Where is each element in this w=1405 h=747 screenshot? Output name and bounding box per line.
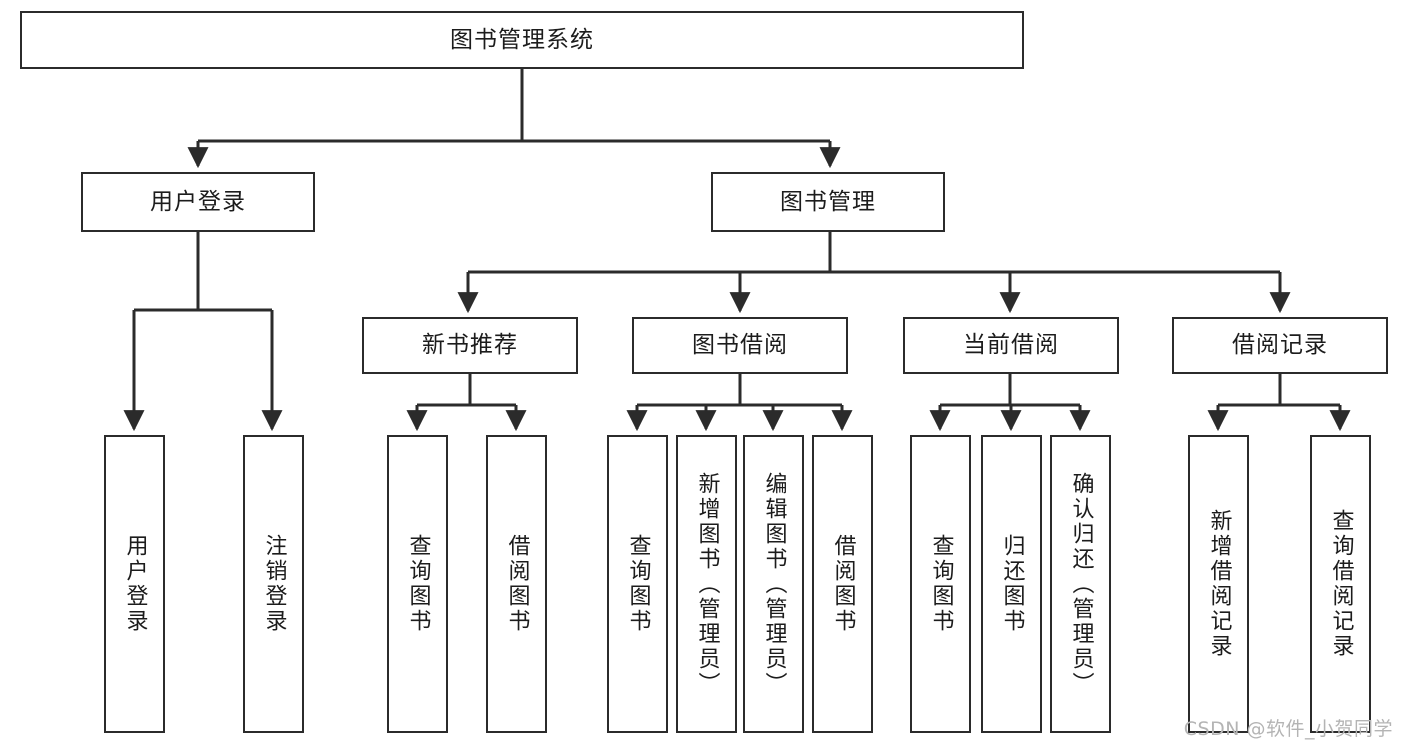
node-new-book-recommend-label: 新书推荐: [422, 332, 518, 359]
watermark: CSDN @软件_小贺同学: [1183, 718, 1393, 740]
leaf-edit-book-admin[interactable]: 编辑图书（管理员）: [743, 435, 804, 733]
leaf-label: 新增图书（管理员）: [694, 471, 720, 697]
leaf-label: 用户登录: [122, 534, 148, 634]
leaf-query-book-newbook[interactable]: 查询图书: [387, 435, 448, 733]
leaf-borrow-book[interactable]: 借阅图书: [812, 435, 873, 733]
node-root[interactable]: 图书管理系统: [20, 11, 1024, 69]
leaf-label: 新增借阅记录: [1206, 509, 1232, 659]
leaf-logout[interactable]: 注销登录: [243, 435, 304, 733]
node-book-management[interactable]: 图书管理: [711, 172, 945, 232]
node-book-borrow[interactable]: 图书借阅: [632, 317, 848, 374]
node-user-login[interactable]: 用户登录: [81, 172, 315, 232]
node-current-borrow[interactable]: 当前借阅: [903, 317, 1119, 374]
node-root-label: 图书管理系统: [450, 26, 594, 53]
leaf-label: 查询图书: [928, 534, 954, 634]
leaf-label: 编辑图书（管理员）: [761, 471, 787, 697]
leaf-label: 借阅图书: [504, 534, 530, 634]
leaf-label: 注销登录: [261, 534, 287, 634]
leaf-label: 查询图书: [625, 534, 651, 634]
node-book-management-label: 图书管理: [780, 188, 876, 215]
leaf-label: 查询借阅记录: [1328, 509, 1354, 659]
leaf-label: 归还图书: [999, 534, 1025, 634]
leaf-query-borrow-record[interactable]: 查询借阅记录: [1310, 435, 1371, 733]
leaf-borrow-book-newbook[interactable]: 借阅图书: [486, 435, 547, 733]
leaf-add-book-admin[interactable]: 新增图书（管理员）: [676, 435, 737, 733]
leaf-query-book-current[interactable]: 查询图书: [910, 435, 971, 733]
leaf-return-book[interactable]: 归还图书: [981, 435, 1042, 733]
leaf-label: 借阅图书: [830, 534, 856, 634]
leaf-label: 确认归还（管理员）: [1068, 471, 1094, 697]
node-user-login-label: 用户登录: [150, 188, 246, 215]
leaf-label: 查询图书: [405, 534, 431, 634]
node-new-book-recommend[interactable]: 新书推荐: [362, 317, 578, 374]
node-borrow-record[interactable]: 借阅记录: [1172, 317, 1388, 374]
node-borrow-record-label: 借阅记录: [1232, 332, 1328, 359]
node-book-borrow-label: 图书借阅: [692, 332, 788, 359]
leaf-confirm-return-admin[interactable]: 确认归还（管理员）: [1050, 435, 1111, 733]
leaf-add-borrow-record[interactable]: 新增借阅记录: [1188, 435, 1249, 733]
leaf-query-book-borrow[interactable]: 查询图书: [607, 435, 668, 733]
leaf-user-login[interactable]: 用户登录: [104, 435, 165, 733]
node-current-borrow-label: 当前借阅: [963, 332, 1059, 359]
